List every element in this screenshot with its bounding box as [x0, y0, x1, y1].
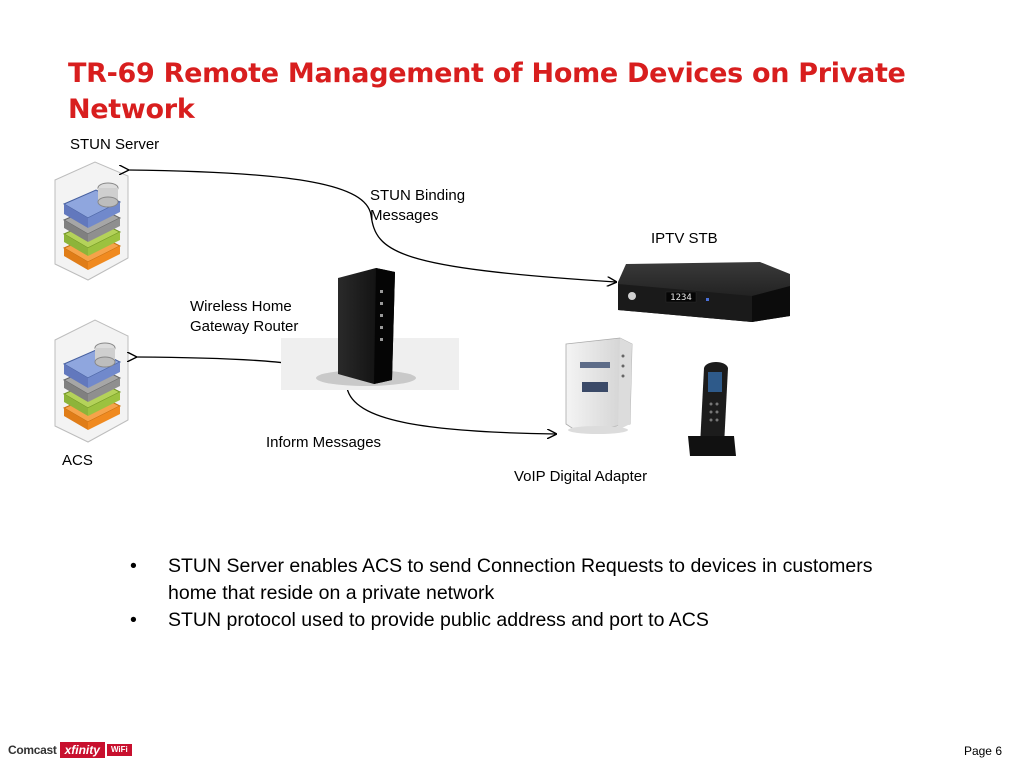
stun-binding-arrow: [128, 170, 616, 282]
page-number: Page 6: [963, 744, 1002, 758]
cordless-phone-image: [688, 362, 736, 456]
slide-title: TR-69 Remote Management of Home Devices …: [68, 58, 906, 125]
bullet-marker: •: [130, 555, 137, 577]
bullet-item: • STUN protocol used to provide public a…: [130, 607, 890, 634]
label-gateway: Wireless Home Gateway Router: [190, 298, 299, 335]
label-stun-binding: STUN Binding Messages: [370, 187, 466, 224]
iptv-stb-image: 1234: [618, 262, 790, 322]
stun-server-icon: [54, 161, 129, 281]
label-voip: VoIP Digital Adapter: [514, 468, 648, 485]
stb-display-digits: 1234: [670, 293, 692, 303]
brand-name: Comcast: [8, 743, 57, 757]
acs-server-icon: [54, 319, 129, 443]
label-stun-server: STUN Server: [70, 136, 160, 153]
gateway-router-image: [281, 268, 459, 390]
label-iptv-stb: IPTV STB: [651, 230, 718, 247]
label-inform: Inform Messages: [266, 434, 382, 451]
bullet-marker: •: [130, 609, 137, 631]
bullet-list: • STUN Server enables ACS to send Connec…: [130, 553, 890, 634]
bullet-text: STUN protocol used to provide public add…: [168, 609, 709, 631]
bullet-text: STUN Server enables ACS to send Connecti…: [168, 555, 873, 604]
label-acs: ACS: [62, 452, 93, 469]
comcast-xfinity-logo: Comcast xfinity WiFi: [8, 738, 132, 762]
product-name: xfinity: [59, 742, 105, 758]
bullet-item: • STUN Server enables ACS to send Connec…: [130, 553, 890, 607]
voip-adapter-image: [565, 337, 633, 434]
wifi-badge: WiFi: [106, 744, 132, 756]
